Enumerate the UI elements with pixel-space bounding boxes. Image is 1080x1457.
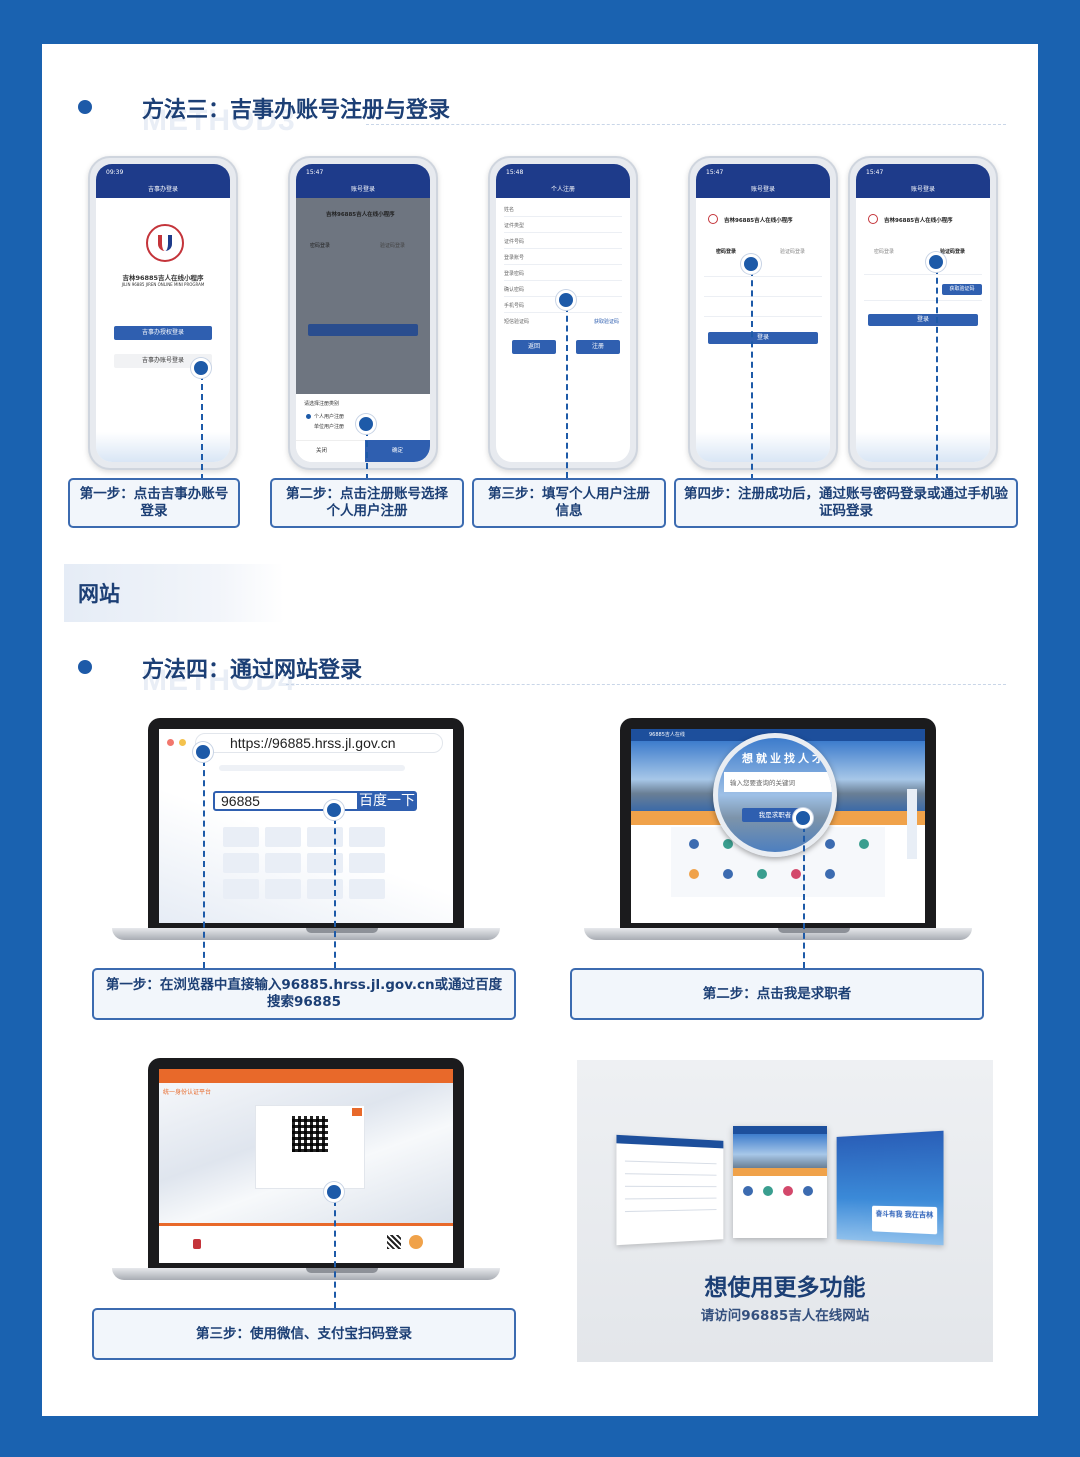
section3-ghost: METHOD3: [142, 104, 296, 137]
url-text: https://96885.hrss.jl.gov.cn: [230, 735, 396, 751]
marker-icon: [191, 358, 211, 378]
step3-1: 第一步：点击吉事办账号登录: [68, 478, 240, 528]
radio-selected-icon[interactable]: [306, 414, 311, 419]
marker-icon: [793, 808, 813, 828]
get-code-button[interactable]: 获取验证码: [942, 284, 982, 295]
step3-3: 第三步：填写个人用户注册信息: [472, 478, 666, 528]
marker-icon: [324, 1182, 344, 1202]
section3-title: 方法三：吉事办账号注册与登录: [142, 98, 451, 123]
magnifier-lens: 想就业找人才 输入您要查询的关键词 我是求职者: [713, 733, 837, 857]
website-label: 网站: [78, 582, 120, 606]
register-button[interactable]: 注册: [576, 340, 620, 354]
step4-1: 第一步：在浏览器中直接输入96885.hrss.jl.gov.cn或通过百度搜索…: [92, 968, 516, 1020]
app-logo: [146, 224, 184, 262]
laptop-qr-login: 统一身份认证平台: [112, 1058, 500, 1282]
baidu-search-input[interactable]: 96885: [213, 791, 359, 811]
bullet-icon: [78, 660, 92, 674]
login-button[interactable]: 登录: [708, 332, 818, 344]
auth-login-button[interactable]: 吉事办授权登录: [114, 326, 212, 340]
back-button[interactable]: 返回: [512, 340, 556, 354]
section3-heading: METHOD3 方法三：吉事办账号注册与登录: [76, 84, 1006, 137]
promo-screen-center: [733, 1126, 827, 1238]
laptop-96885-site: 96885吉人在线 想就业找人才 输入您要查询的关键词 我是: [584, 718, 972, 942]
marker-icon: [741, 254, 761, 274]
promo-subtitle: 请访问96885吉人在线网站: [700, 1308, 870, 1324]
get-code-link[interactable]: 获取验证码: [594, 319, 620, 325]
marker-icon: [324, 800, 344, 820]
marker-icon: [193, 742, 213, 762]
promo-screen-right: 奋斗有我 我在吉林: [836, 1130, 944, 1246]
cancel-button[interactable]: 关闭: [316, 448, 328, 454]
step4-3: 第三步：使用微信、支付宝扫码登录: [92, 1308, 516, 1360]
address-bar[interactable]: https://96885.hrss.jl.gov.cn: [195, 733, 443, 753]
marker-icon: [556, 290, 576, 310]
qr-panel: [255, 1105, 365, 1189]
step3-4: 第四步：注册成功后，通过账号密码登录或通过手机验证码登录: [674, 478, 1018, 528]
qr-code-icon[interactable]: [292, 1116, 328, 1152]
marker-icon: [926, 252, 946, 272]
account-login-button[interactable]: 吉事办账号登录: [114, 354, 212, 368]
promo-banner-text: 奋斗有我 我在吉林: [875, 1209, 934, 1220]
website-band: 网站: [64, 564, 284, 622]
promo-panel: 奋斗有我 我在吉林 想使用更多功能 请访问96885吉人在线网站: [577, 1060, 993, 1362]
section4-heading: METHOD4 方法四：通过网站登录: [76, 644, 1006, 697]
sheet-title: 请选择注册类别: [304, 401, 340, 407]
section4-title: 方法四：通过网站登录: [142, 658, 363, 683]
section4-ghost: METHOD4: [142, 664, 296, 697]
site-search-input[interactable]: 输入您要查询的关键词: [730, 779, 795, 787]
promo-screen-left: [616, 1134, 724, 1246]
login-button[interactable]: 登录: [868, 314, 978, 326]
marker-icon: [356, 414, 376, 434]
promo-title: 想使用更多功能: [704, 1275, 866, 1301]
confirm-button[interactable]: 确定: [365, 440, 430, 462]
step4-2: 第二步：点击我是求职者: [570, 968, 984, 1020]
step3-2: 第二步：点击注册账号选择个人用户注册: [270, 478, 464, 528]
job-seeker-button[interactable]: 我是求职者: [742, 808, 808, 822]
baidu-search-button[interactable]: 百度一下: [357, 791, 417, 811]
bullet-icon: [78, 100, 92, 114]
